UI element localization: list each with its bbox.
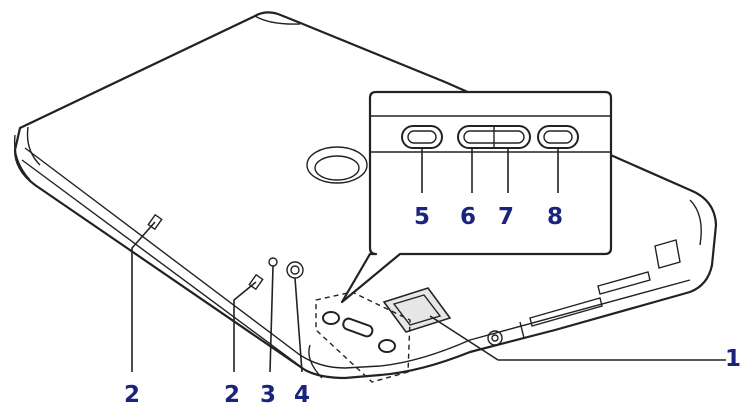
- callout-leaders: [131, 221, 726, 373]
- callout-labels: 1 2 2 3 4 5 6 7 8: [124, 204, 741, 408]
- callout-1: 1: [725, 346, 741, 372]
- callout-4: 4: [294, 382, 310, 408]
- callout-6: 6: [460, 204, 476, 230]
- callout-7: 7: [498, 204, 514, 230]
- callout-2a: 2: [124, 382, 140, 408]
- callout-8: 8: [547, 204, 563, 230]
- tablet-body: [13, 11, 718, 380]
- magnified-inset: [340, 90, 613, 304]
- rear-camera: [306, 146, 368, 184]
- callout-3: 3: [260, 382, 276, 408]
- callout-2b: 2: [224, 382, 240, 408]
- fingerprint-sensor: [382, 287, 452, 333]
- edge-ports: [147, 213, 304, 291]
- callout-5: 5: [414, 204, 430, 230]
